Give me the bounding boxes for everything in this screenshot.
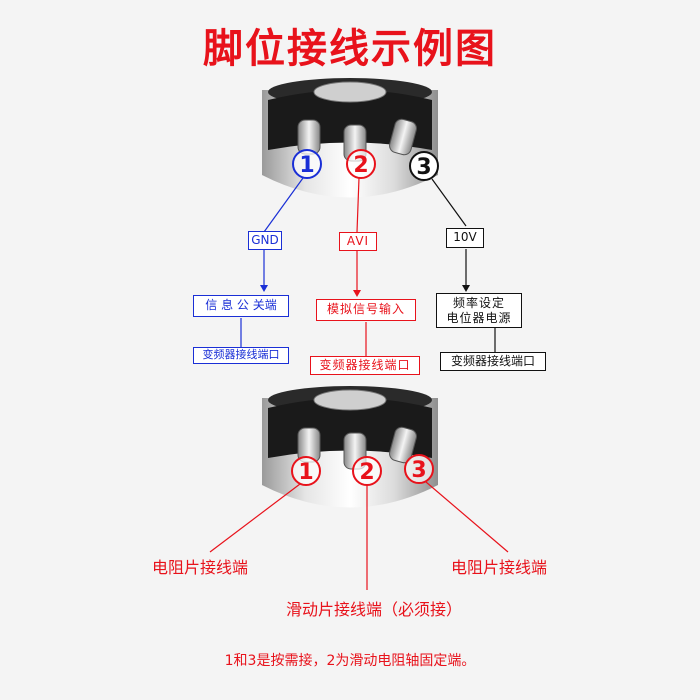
bottom-pin-1-marker [291,456,321,486]
label-resistor-terminal-right: 电阻片接线端 [451,558,548,577]
pin-1-arrow [260,285,268,292]
pin-1-tag: GND [248,231,282,250]
pin-3-connector [431,178,467,285]
pin-2-marker [346,149,376,179]
pin-2-number: 2 [353,153,368,178]
footnote: 1和3是按需接，2为滑动电阻轴固定端。 [224,653,476,669]
pin-1-connector [263,177,304,285]
pin-2-function: 模拟信号输入 [316,299,416,321]
pin-2-tag: AVI [339,232,377,251]
pin-1-number: 1 [299,153,314,178]
pin-3-number: 3 [416,155,431,180]
pin-1-port: 变频器接线端口 [193,347,289,364]
label-wiper-terminal: 滑动片接线端（必须接） [286,600,463,619]
pin-1-marker [292,149,322,179]
bottom-pin-3-marker [404,454,434,484]
pin-2-arrow [353,290,361,297]
pin-3-port: 变频器接线端口 [440,352,546,371]
pin-1-function: 信 息 公 关端 [193,295,289,317]
pin-3-function-line2: 电位器电源 [446,311,512,325]
pin-3-marker [409,151,439,181]
bottom-pin-1-number: 1 [298,460,313,485]
potentiometer-top-illustration [262,78,438,198]
bottom-pin-2-number: 2 [359,460,374,485]
pin-3-arrow [462,285,470,292]
pin-3-function-line1: 频率设定 [452,296,505,310]
potentiometer-bottom-illustration [262,386,438,508]
pin-2-connector [356,177,360,290]
pin-3-tag: 10V [446,228,484,248]
bottom-pin-3-number: 3 [411,458,426,483]
page-title: 脚位接线示例图 [203,26,497,72]
pin-3-function: 频率设定 电位器电源 [436,293,522,328]
label-resistor-terminal-left: 电阻片接线端 [152,558,249,577]
pin-2-port: 变频器接线端口 [310,356,420,375]
bottom-leader-lines [209,481,509,590]
